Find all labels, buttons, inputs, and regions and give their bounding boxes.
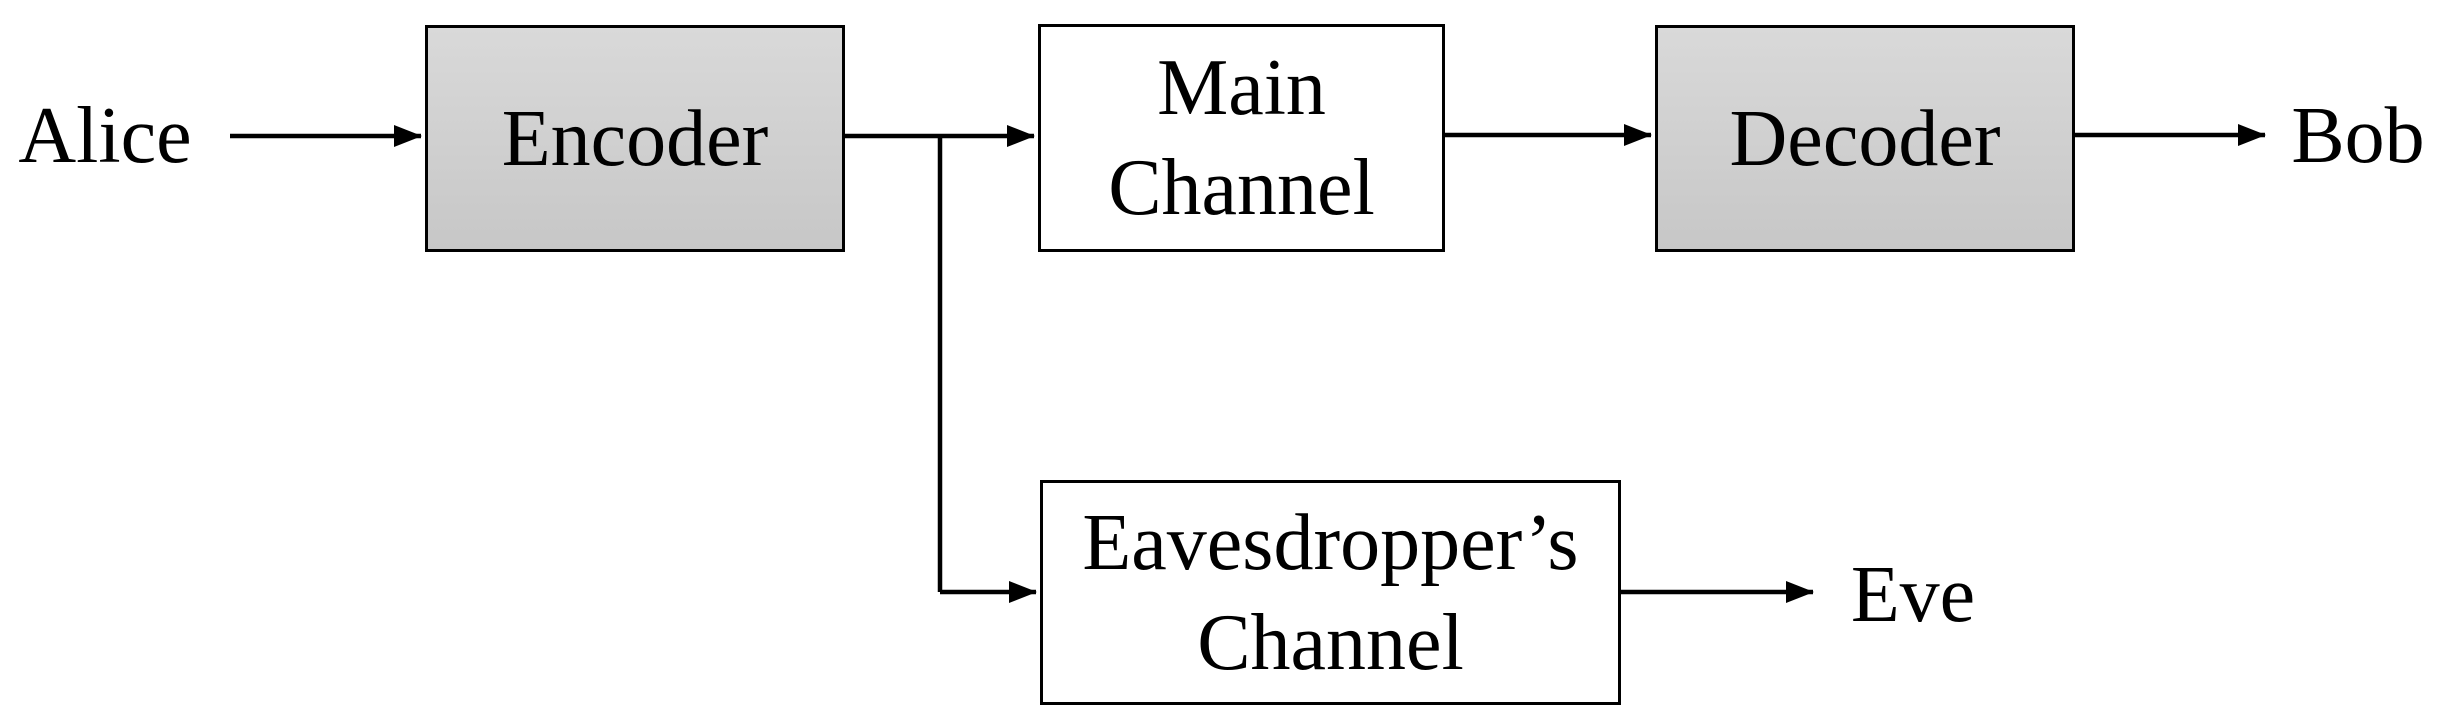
node-main-channel: Main Channel: [1038, 24, 1445, 252]
decoder-label: Decoder: [1729, 94, 2001, 183]
encoder-label: Encoder: [501, 94, 769, 183]
main-channel-label-line1: Main: [1157, 44, 1326, 132]
node-decoder: Decoder: [1655, 25, 2075, 252]
node-bob: Bob: [2291, 92, 2425, 180]
node-alice: Alice: [18, 92, 192, 180]
node-eavesdropper-channel: Eavesdropper’s Channel: [1040, 480, 1621, 705]
main-channel-label-line2: Channel: [1108, 144, 1375, 232]
node-eve: Eve: [1850, 551, 1976, 639]
eavesdropper-channel-label-line2: Channel: [1197, 598, 1464, 687]
eavesdropper-channel-label-line1: Eavesdropper’s: [1082, 498, 1579, 587]
node-encoder: Encoder: [425, 25, 845, 252]
